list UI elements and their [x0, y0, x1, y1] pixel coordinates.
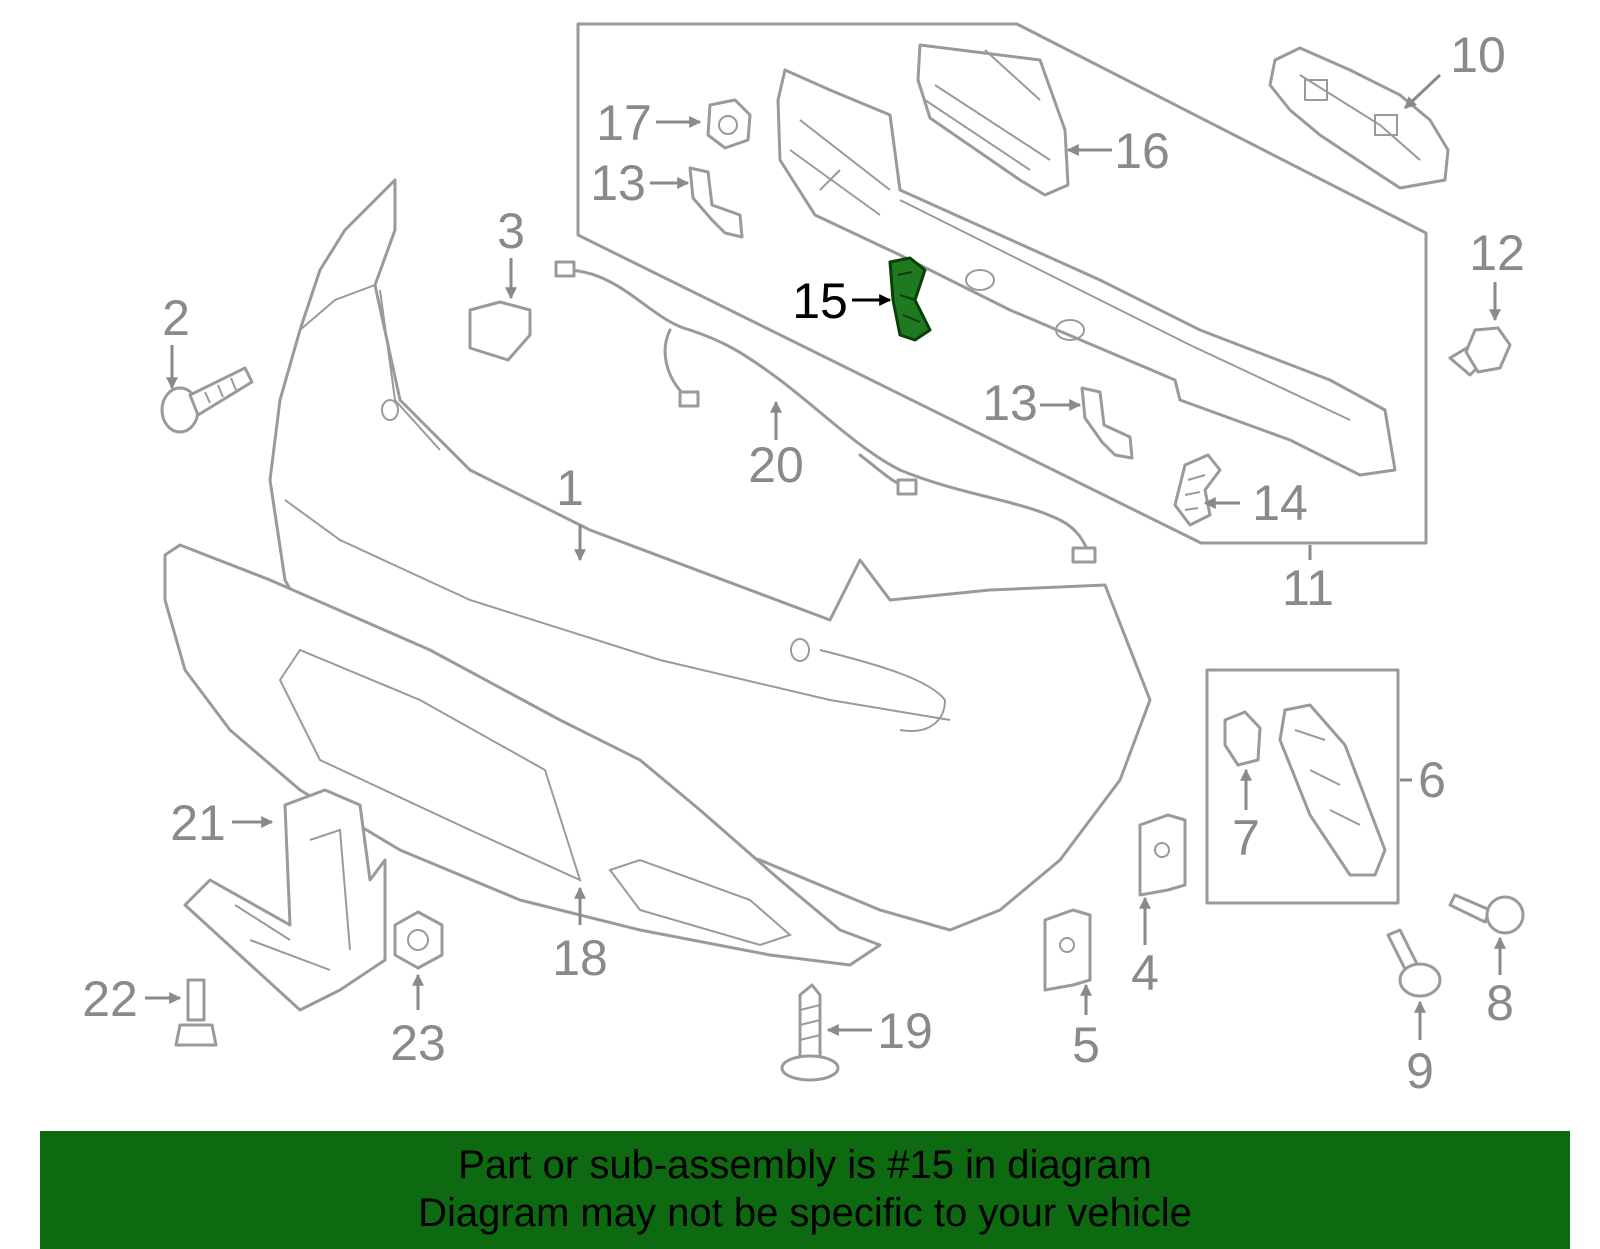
part-14-bracket [1173, 453, 1222, 527]
part-9-screw [1386, 928, 1442, 998]
part-3-clip [468, 300, 532, 362]
part-10-bracket [1268, 46, 1450, 190]
callout-13-upper: 13 [590, 155, 646, 211]
callout-22: 22 [82, 971, 138, 1027]
part-16-absorber [916, 43, 1070, 197]
part-info-banner: Part or sub-assembly is #15 in diagram D… [40, 1131, 1570, 1249]
part-23-nut [393, 910, 444, 970]
part-22-bolt [174, 978, 218, 1047]
part-13-bracket-lower [1080, 386, 1134, 460]
callout-16: 16 [1114, 123, 1170, 179]
part-15-bracket-highlighted [888, 256, 932, 342]
callout-7: 7 [1232, 810, 1260, 866]
callout-14: 14 [1252, 475, 1308, 531]
callout-1: 1 [556, 460, 584, 516]
callout-12: 12 [1469, 225, 1525, 281]
part-8-screw [1448, 893, 1525, 935]
callout-6: 6 [1418, 752, 1446, 808]
part-21-bracket [183, 788, 387, 1012]
banner-line-disclaimer: Diagram may not be specific to your vehi… [418, 1191, 1192, 1235]
callout-21: 21 [170, 795, 226, 851]
callout-11: 11 [1282, 560, 1334, 616]
parts-diagram: 1 2 3 4 5 6 7 8 9 10 11 12 13 13 14 15 1… [82, 22, 1525, 1099]
callout-20: 20 [748, 437, 804, 493]
callout-4: 4 [1131, 945, 1159, 1001]
part-2-screw [160, 366, 254, 434]
part-20-harness [554, 260, 1097, 564]
callout-9: 9 [1406, 1043, 1434, 1099]
callout-18: 18 [552, 930, 608, 986]
part-13-bracket-upper [688, 166, 744, 239]
reinforcement-bar [776, 68, 1397, 477]
callout-17: 17 [596, 95, 652, 151]
part-5-retainer [1043, 908, 1092, 992]
callout-13-lower: 13 [982, 375, 1038, 431]
callout-10: 10 [1450, 27, 1506, 83]
callout-8: 8 [1486, 975, 1514, 1031]
callout-3: 3 [497, 203, 525, 259]
callout-19: 19 [877, 1003, 933, 1059]
part-19-screw [780, 983, 840, 1082]
reinforcement-group-box [576, 22, 1428, 545]
part-6-group-box [1205, 668, 1400, 905]
part-17-nut [706, 98, 752, 150]
part-4-retainer [1138, 813, 1187, 897]
part-18-lower-diffuser [163, 543, 882, 967]
callout-labels: 1 2 3 4 5 6 7 8 9 10 11 12 13 13 14 15 1… [82, 27, 1525, 1099]
callout-15-highlighted: 15 [792, 273, 848, 329]
callout-2: 2 [162, 290, 190, 346]
leader-lines [145, 73, 1506, 1040]
callout-23: 23 [390, 1015, 446, 1071]
callout-5: 5 [1072, 1017, 1100, 1073]
banner-line-part: Part or sub-assembly is #15 in diagram [458, 1143, 1152, 1187]
part-12-bolt [1448, 326, 1512, 377]
